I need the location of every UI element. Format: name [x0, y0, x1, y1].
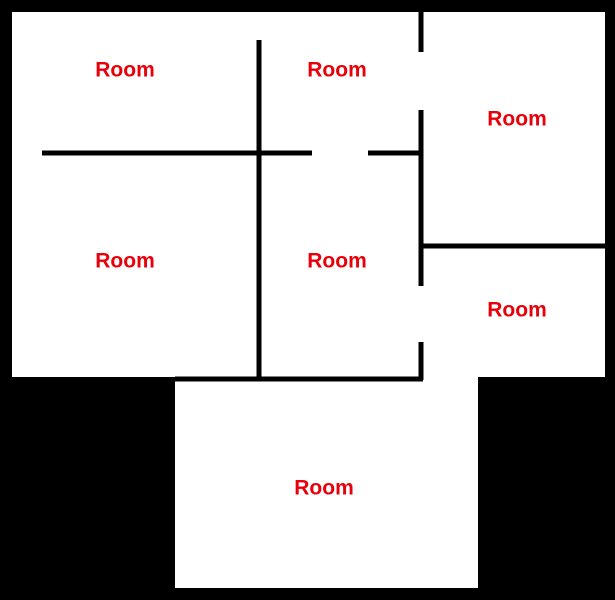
- room-labels: Room Room Room Room Room Room Room: [95, 59, 547, 500]
- room-label-top-left: Room: [95, 59, 155, 82]
- interior-walls: [42, 12, 605, 382]
- room-label-top-right: Room: [487, 108, 547, 131]
- room-label-bottom: Room: [294, 477, 354, 500]
- room-label-middle-right: Room: [487, 299, 547, 322]
- floor-main: [12, 12, 605, 377]
- room-label-top-middle: Room: [307, 59, 367, 82]
- room-label-center: Room: [307, 250, 367, 273]
- floor-lower: [175, 377, 478, 588]
- floor-areas: [12, 12, 605, 588]
- room-label-middle-left: Room: [95, 250, 155, 273]
